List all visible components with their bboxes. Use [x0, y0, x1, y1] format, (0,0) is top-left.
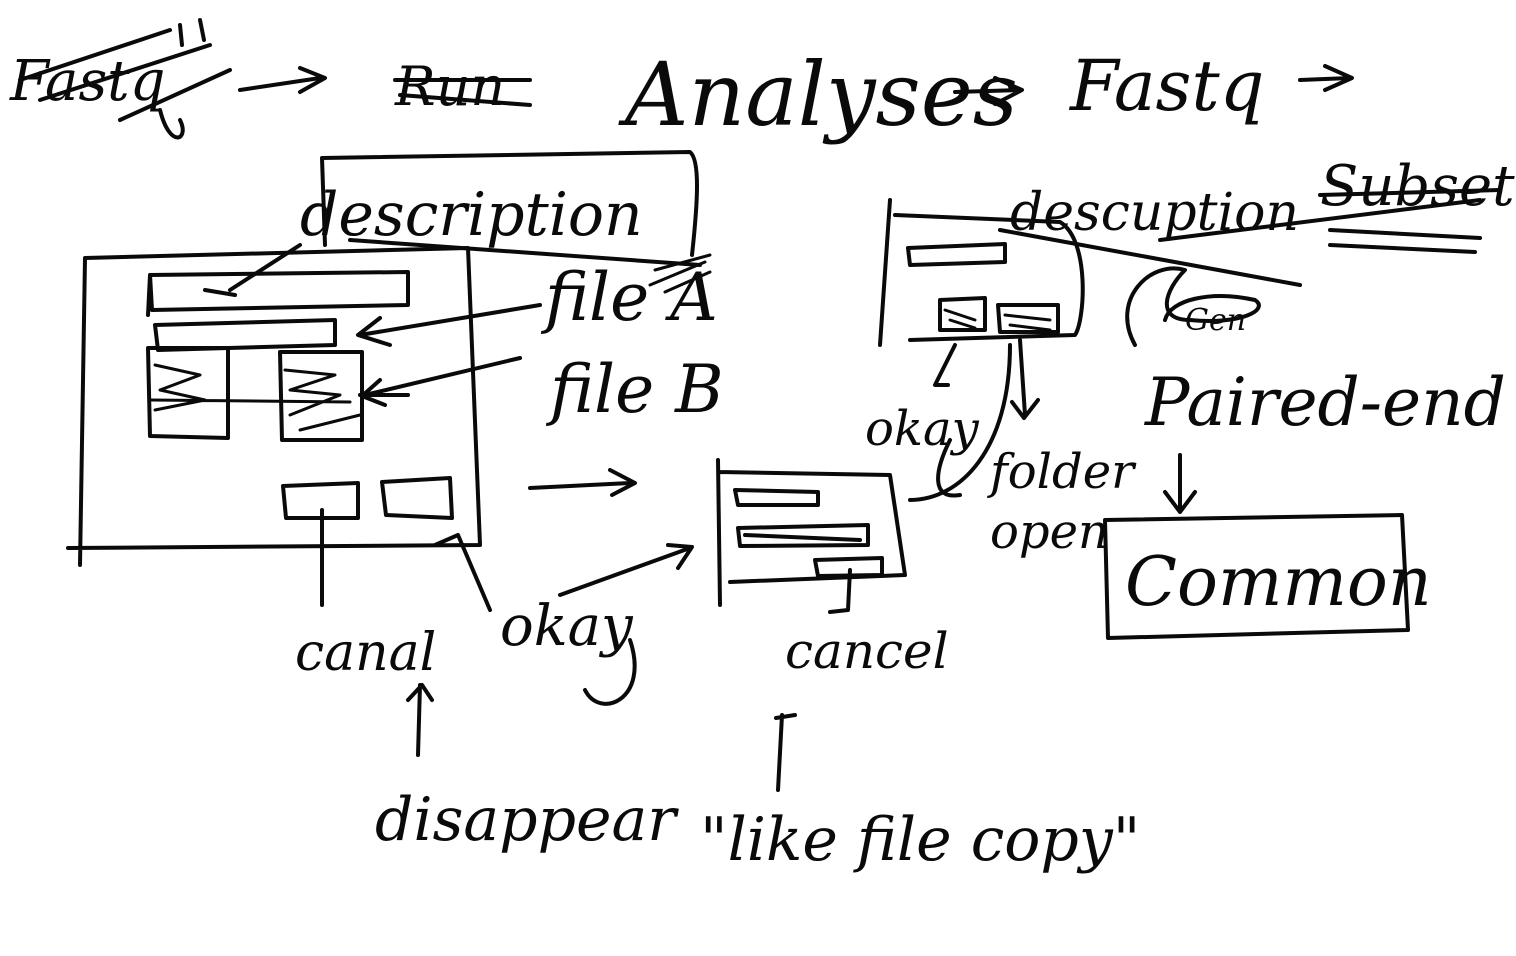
right-okay-pointer: [933, 343, 957, 387]
folder-arrow: [1010, 338, 1040, 420]
paired-end-label: Paired-end: [1144, 364, 1506, 441]
file-copy-arrow: [774, 713, 797, 792]
okay-tail: [583, 638, 637, 706]
subset-strike: [1318, 188, 1502, 254]
scribble-out: [18, 18, 232, 122]
folder-label: folder: [987, 444, 1137, 500]
arrow-right-3: [1298, 64, 1354, 92]
crossed-out-fastq: Fastq: [9, 49, 166, 114]
right-description-strike: [998, 198, 1482, 287]
middle-field-2: [736, 523, 870, 548]
file-a-label: file A: [540, 259, 718, 336]
middle-dialog: cancel: [716, 458, 949, 680]
middle-dialog-frame: [716, 458, 907, 607]
right-okay-curve: [908, 343, 1012, 502]
file-box-2: [278, 350, 364, 442]
right-description-label: descuption: [1010, 183, 1299, 243]
description-label: description: [300, 180, 643, 250]
okay-label: okay: [500, 594, 634, 659]
file-a-arrow: [356, 303, 542, 347]
dialog-frame: [66, 246, 482, 567]
right-field: [906, 242, 1007, 267]
open-label: open: [990, 504, 1109, 560]
common-label: Common: [1125, 543, 1432, 622]
left-dialog: description file A file B canal okay: [66, 150, 724, 706]
file-a-scribble: [648, 253, 712, 294]
file-b-arrow: [358, 356, 522, 407]
description-strike: [348, 238, 702, 267]
middle-field-1: [733, 488, 820, 507]
description-bubble: [320, 150, 699, 257]
disappear-label: disappear: [375, 785, 679, 855]
file-b-label: file B: [545, 351, 724, 428]
file-a-field: [153, 318, 337, 352]
run-strike: [393, 78, 532, 107]
right-okay-label: okay: [865, 401, 980, 457]
like-file-copy-label: "like file copy": [700, 805, 1140, 875]
okay-button-sketch: [380, 476, 454, 520]
right-dialog: descuption Gen okay folder open: [865, 183, 1482, 560]
cancel-label: canal: [295, 623, 436, 683]
paired-end-section: Paired-end Common: [1103, 364, 1506, 640]
cancel-button-sketch: [281, 481, 360, 520]
okay-pointer: [433, 533, 492, 612]
okay-arrow-to-middle: [558, 543, 694, 597]
arrow-to-middle-dialog: [528, 468, 637, 497]
file-hatching: [148, 363, 362, 432]
arrow-right-2: [953, 76, 1024, 106]
fastq-label: Fastq: [1068, 45, 1264, 127]
right-buttons-hatching: [943, 308, 1052, 332]
scissors-icon: [1125, 266, 1261, 347]
arrow-right-1: [238, 66, 327, 94]
crossed-out-run: Run: [394, 55, 505, 118]
file-box-1: [146, 346, 230, 440]
right-dialog-frame: [878, 198, 1085, 347]
footer-note: disappear "like file copy": [375, 683, 1140, 875]
disappear-arrow: [406, 683, 434, 757]
description-field: [146, 270, 410, 317]
middle-cancel-pointer: [828, 568, 852, 614]
common-box: [1103, 513, 1410, 640]
scribble-tail: [158, 108, 185, 140]
right-buttons: [938, 296, 1060, 334]
middle-button: [813, 556, 884, 578]
scissors-word: Gen: [1185, 303, 1246, 338]
middle-cancel-label: cancel: [785, 622, 949, 680]
paired-arrow: [1163, 453, 1197, 514]
title-analyses: Analyses: [618, 43, 1018, 146]
